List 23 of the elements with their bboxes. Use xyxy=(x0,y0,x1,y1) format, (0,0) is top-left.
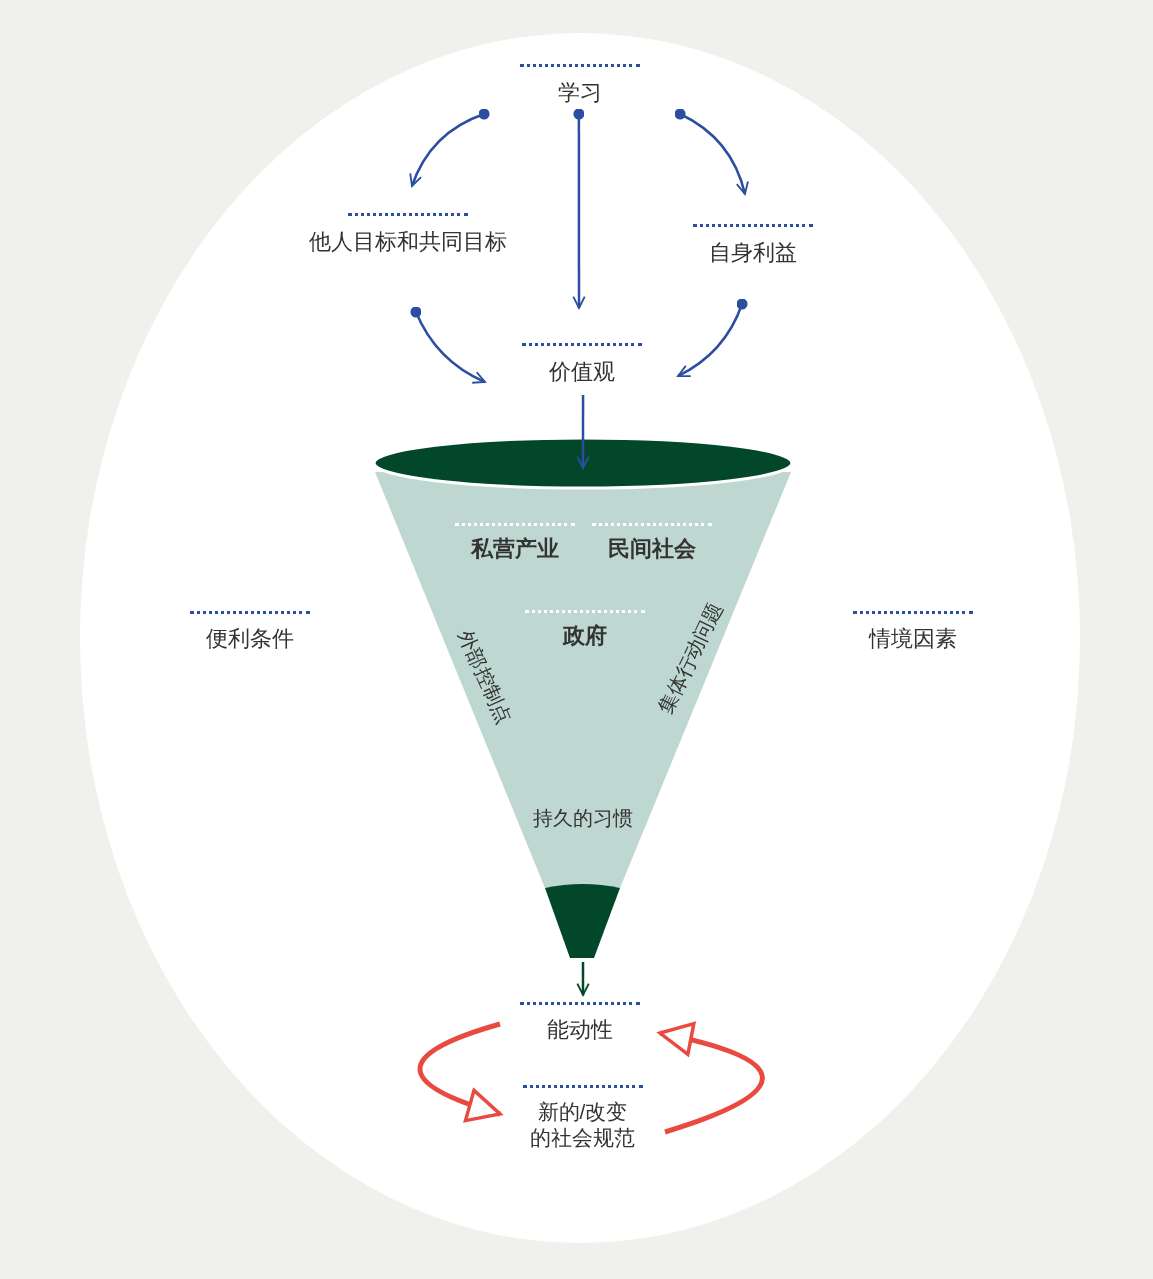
rotated-label: 集体行动问题 xyxy=(652,598,728,718)
node-label: 自身利益 xyxy=(708,240,797,265)
text-label: 便利条件 xyxy=(205,626,295,652)
node-label: 能动性 xyxy=(547,1017,613,1042)
arrow xyxy=(572,108,586,309)
node-label: 价值观 xyxy=(548,359,615,384)
arrow xyxy=(417,1021,502,1122)
arrow xyxy=(409,108,490,187)
node-label: 学习 xyxy=(558,80,602,105)
node-label: 新的/改变的社会规范 xyxy=(529,1099,636,1151)
arrow xyxy=(576,962,590,996)
arrow xyxy=(674,108,749,195)
node-label: 私营产业 xyxy=(471,536,559,561)
text-label: 情境因素 xyxy=(867,626,958,652)
arrow xyxy=(677,298,748,378)
node-label: 他人目标和共同目标 xyxy=(308,229,507,254)
arrow xyxy=(410,306,486,384)
text-label: 持久的习惯 xyxy=(533,806,633,831)
node-label: 政府 xyxy=(563,623,607,648)
arrow xyxy=(658,1022,765,1135)
arrow xyxy=(576,395,590,469)
rotated-label: 外部控制点 xyxy=(453,626,517,728)
node-label: 民间社会 xyxy=(608,536,696,561)
